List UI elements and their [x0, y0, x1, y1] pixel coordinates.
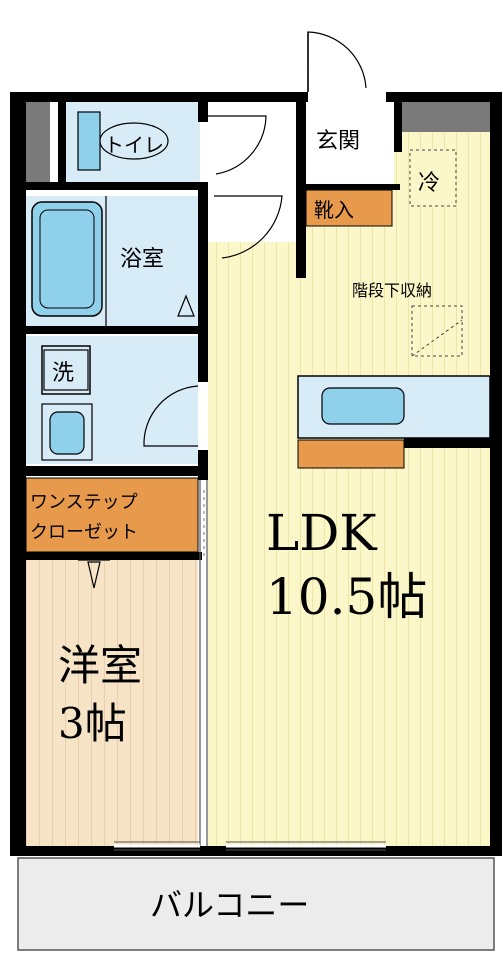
corridor-door-swing: [214, 195, 283, 259]
wall-toilet-left: [58, 102, 66, 182]
label-under-stairs: 階段下収納: [352, 281, 432, 300]
outer-wall-top-left: [10, 92, 308, 102]
balcony-floor: [17, 857, 495, 951]
label-fridge: 冷: [418, 171, 440, 196]
wall-center-vertical-3: [198, 450, 208, 480]
outer-wall-top-right: [386, 92, 502, 102]
western-room-floor: [26, 560, 198, 850]
label-balcony: バルコニー: [150, 886, 309, 924]
label-entrance: 玄関: [316, 129, 360, 154]
label-ldk: LDK: [266, 504, 378, 562]
wall-stub: [394, 102, 402, 152]
outer-wall-bottom: [10, 846, 502, 856]
wall-kitchen-right: [404, 436, 490, 448]
fridge-space: [409, 149, 457, 207]
label-western-size: 3帖: [58, 699, 127, 748]
drain-marker: [177, 294, 195, 317]
label-ldk-size: 10.5帖: [266, 568, 427, 626]
label-western-room: 洋室: [58, 641, 142, 690]
wall-center-vertical-2: [198, 190, 208, 382]
label-closet-line1: ワンステップ: [30, 492, 138, 513]
one-step-closet: [25, 477, 199, 553]
bathtub-inner: [39, 209, 95, 309]
wall-wash-bottom: [26, 466, 208, 476]
toilet-door-swing: [206, 115, 267, 175]
wall-entrance-bottom: [296, 184, 400, 190]
kitchen-sink: [321, 387, 405, 425]
front-door-swing: [307, 31, 367, 92]
shoe-storage: [305, 189, 393, 227]
toilet-bowl: [99, 122, 169, 160]
label-shoe-storage: 靴入: [314, 198, 354, 222]
entrance-floor: [306, 102, 394, 190]
outer-wall-left: [10, 92, 26, 854]
wash-label-box: [43, 349, 89, 391]
shaft-block: [26, 102, 50, 182]
room-door-marker: [87, 561, 101, 589]
kitchen-cabinet: [297, 439, 405, 469]
wall-center-vertical: [198, 102, 208, 122]
label-toilet: トイレ: [104, 133, 164, 157]
wall-closet-bottom: [26, 552, 202, 560]
under-stairs-storage: [411, 305, 463, 357]
label-bath: 浴室: [120, 247, 164, 272]
shaft-block-right: [402, 102, 494, 132]
wash-door-swing: [143, 385, 199, 447]
wall-bath-bottom: [26, 326, 208, 334]
wall-toilet-bottom: [26, 182, 208, 190]
label-closet-line2: クローゼット: [30, 522, 138, 543]
toilet-tank: [77, 111, 101, 171]
outer-wall-right: [490, 92, 502, 854]
label-wash: 洗: [52, 361, 74, 386]
sink-basin: [49, 411, 85, 455]
